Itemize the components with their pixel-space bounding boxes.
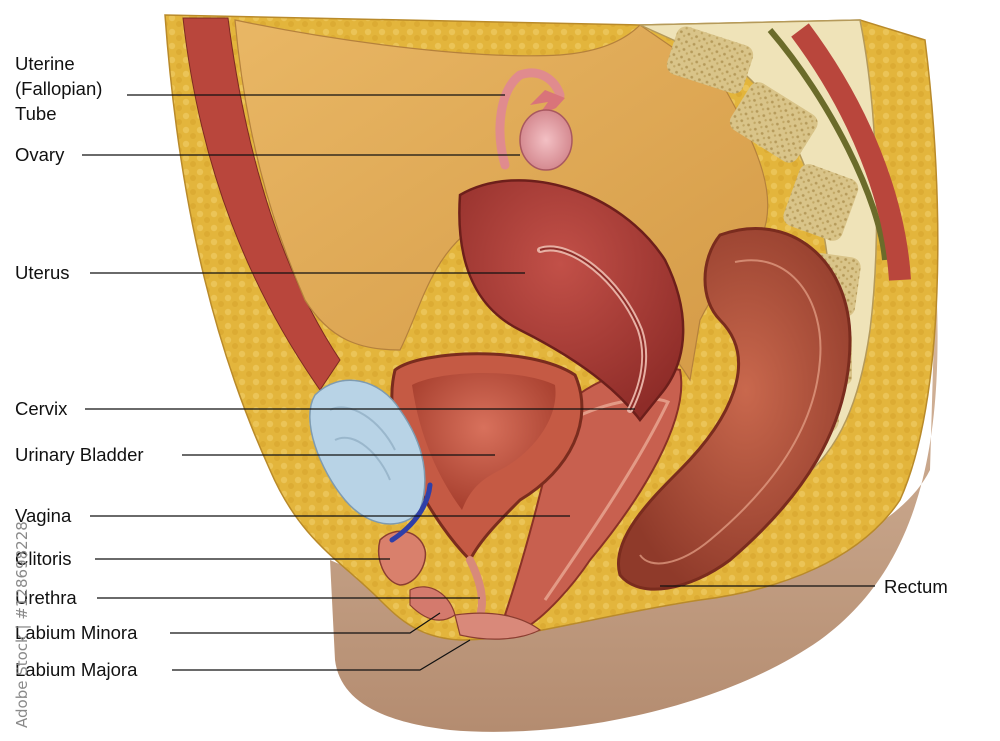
labium-majora-organ — [454, 612, 542, 640]
label-rectum: Rectum — [884, 576, 948, 597]
label-clitoris: Clitoris — [15, 548, 72, 569]
label-urinary-bladder: Urinary Bladder — [15, 444, 144, 465]
label-labium-minora: Labium Minora — [15, 622, 138, 643]
ovary-organ — [519, 109, 573, 171]
label-labium-majora: Labium Majora — [15, 659, 138, 680]
uterine-tube-organ — [495, 68, 565, 170]
rectum-organ — [617, 227, 852, 591]
label-uterine-tube-line3: Tube — [15, 103, 56, 124]
urethra-organ — [466, 556, 486, 619]
label-cervix: Cervix — [15, 398, 68, 419]
leader-lines — [82, 94, 875, 671]
label-vagina: Vagina — [15, 505, 72, 526]
label-ovary: Ovary — [15, 144, 65, 165]
uterus-organ — [458, 179, 685, 423]
stock-watermark: Adobe Stock | #128698228 — [13, 521, 31, 728]
label-uterine-tube-line1: Uterine — [15, 53, 75, 74]
label-uterus: Uterus — [15, 262, 70, 283]
label-uterine-tube-line2: (Fallopian) — [15, 78, 102, 99]
label-urethra: Urethra — [15, 587, 77, 608]
rectus-abdominis-muscle — [182, 17, 341, 391]
